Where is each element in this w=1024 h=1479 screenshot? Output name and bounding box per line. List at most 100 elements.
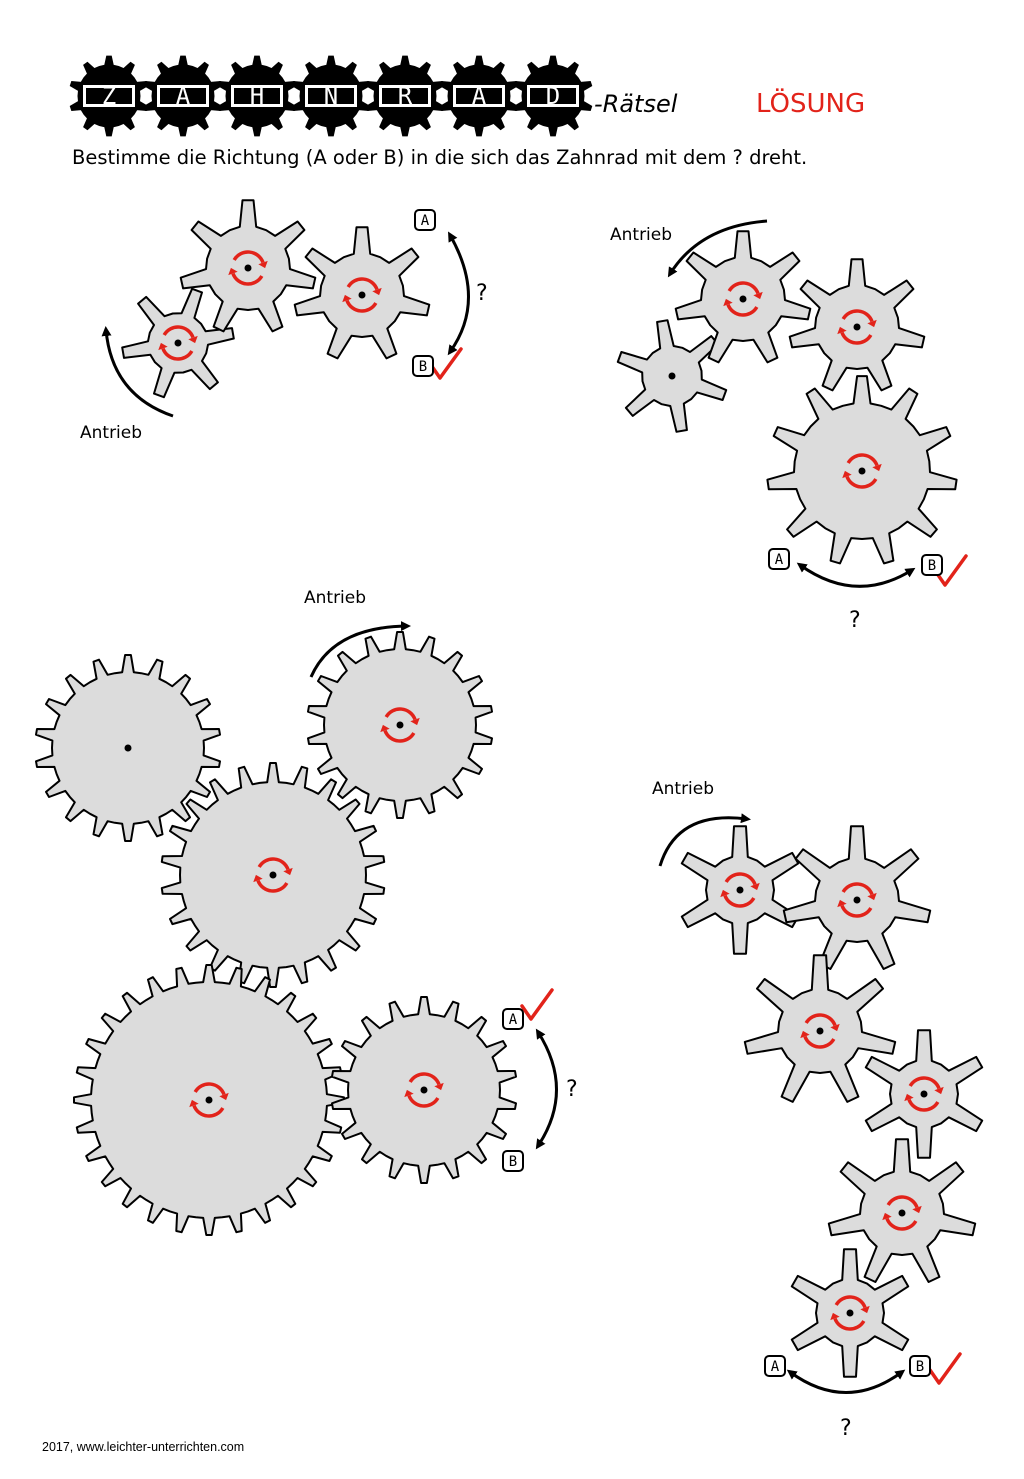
gear-axle-dot <box>816 1027 824 1035</box>
circular-arrows-icon <box>837 309 877 345</box>
title-letter-gear: D <box>513 55 593 137</box>
circular-arrows-icon <box>723 281 763 317</box>
puzzle-2-drive-arrow <box>667 219 768 278</box>
gear-8 <box>35 654 221 842</box>
svg-text:B: B <box>509 1154 517 1170</box>
puzzle-2-question-mark: ? <box>849 608 861 633</box>
puzzle-3-option-b: B <box>502 1150 524 1172</box>
gear-10 <box>160 762 386 988</box>
puzzle-4-drive-arrow <box>658 813 751 867</box>
gear-axle-dot <box>853 323 861 331</box>
puzzle-3-answer-arrow <box>535 1028 558 1150</box>
circular-arrows-icon <box>837 882 877 918</box>
gear-1 <box>121 287 235 399</box>
circular-arrows-icon <box>158 325 198 361</box>
svg-text:H: H <box>250 82 264 110</box>
gear-16 <box>864 1029 984 1159</box>
title-letter-gear: A <box>439 55 519 137</box>
svg-text:A: A <box>771 1359 780 1375</box>
puzzle-2: Antrieb A B ? <box>610 225 943 633</box>
gear-18 <box>790 1248 910 1378</box>
gear-axle-dot <box>920 1090 928 1098</box>
check-mark-icon <box>429 347 463 380</box>
gear-11 <box>73 964 345 1236</box>
gear-5 <box>674 230 812 364</box>
circular-arrows-icon <box>380 707 420 743</box>
puzzle-1-question-mark: ? <box>476 281 488 306</box>
gear-axle-dot <box>124 744 132 752</box>
gear-axle-dot <box>420 1086 428 1094</box>
circular-arrows-icon <box>720 872 760 908</box>
check-mark-icon <box>928 1352 962 1385</box>
svg-text:A: A <box>472 82 487 110</box>
puzzle-4-option-a: A <box>764 1355 786 1377</box>
gear-axle-dot <box>244 264 252 272</box>
gear-4 <box>616 319 728 433</box>
title-letter-gear: R <box>365 55 445 137</box>
gear-12 <box>331 996 517 1184</box>
gear-axle-dot <box>358 291 366 299</box>
svg-text:D: D <box>546 82 560 110</box>
gear-13 <box>680 825 800 955</box>
annotation-layer <box>101 219 968 1394</box>
gear-2 <box>179 199 317 333</box>
gear-9 <box>307 631 493 819</box>
gear-6 <box>788 258 926 392</box>
gear-layer <box>35 199 984 1378</box>
svg-text:B: B <box>928 558 936 574</box>
gear-15 <box>743 954 897 1103</box>
puzzle-3-question-mark: ? <box>566 1077 578 1102</box>
puzzle-2-drive-label: Antrieb <box>610 225 672 245</box>
check-mark-icon <box>934 554 968 587</box>
svg-text:A: A <box>509 1012 518 1028</box>
gear-3 <box>293 226 431 360</box>
gear-axle-dot <box>205 1096 213 1104</box>
circular-arrows-icon <box>830 1295 870 1331</box>
gear-17 <box>827 1138 977 1283</box>
puzzle-1-drive-arrow <box>101 326 174 418</box>
circular-arrows-icon <box>253 857 293 893</box>
check-mark-icon <box>520 988 554 1021</box>
circular-arrows-icon <box>189 1082 229 1118</box>
circular-arrows-icon <box>228 250 268 286</box>
svg-text:B: B <box>916 1359 924 1375</box>
footer-credit: 2017, www.leichter-unterrichten.com <box>42 1440 245 1454</box>
gear-axle-dot <box>269 871 277 879</box>
puzzle-4-answer-arrow <box>786 1369 906 1394</box>
title-suffix: -Rätsel <box>594 90 678 118</box>
puzzle-2-option-b: B <box>921 554 943 576</box>
puzzle-3-drive-arrow <box>309 621 411 678</box>
gear-14 <box>782 825 932 970</box>
puzzle-4-question-mark: ? <box>840 1416 852 1441</box>
gear-axle-dot <box>174 339 182 347</box>
svg-text:A: A <box>421 213 430 229</box>
puzzle-2-answer-arrow <box>796 562 916 588</box>
gear-axle-dot <box>846 1309 854 1317</box>
gear-axle-dot <box>736 886 744 894</box>
gear-axle-dot <box>396 721 404 729</box>
puzzle-1-answer-arrow <box>447 231 470 356</box>
gear-axle-dot <box>858 467 866 475</box>
circular-arrows-icon <box>800 1013 840 1049</box>
puzzle-2-option-a: A <box>768 548 790 570</box>
puzzle-1-drive-label: Antrieb <box>80 423 142 443</box>
gear-7 <box>766 375 958 565</box>
svg-text:Z: Z <box>102 82 116 110</box>
circular-arrows-icon <box>904 1076 944 1112</box>
instruction-text: Bestimme die Richtung (A oder B) in die … <box>72 146 808 169</box>
circular-arrows-icon <box>842 453 882 489</box>
puzzle-1: Antrieb A B ? <box>80 209 488 443</box>
svg-text:N: N <box>324 82 338 110</box>
puzzle-1-option-b: B <box>412 355 434 377</box>
circular-arrows-icon <box>882 1195 922 1231</box>
gear-axle-dot <box>739 295 747 303</box>
title-letter-gear: Z <box>69 55 149 137</box>
svg-text:A: A <box>176 82 191 110</box>
svg-text:R: R <box>398 82 413 110</box>
title-letter-gear: N <box>291 55 371 137</box>
puzzle-3: Antrieb A B ? <box>304 588 578 1172</box>
title-letter-gear: A <box>143 55 223 137</box>
puzzle-3-drive-label: Antrieb <box>304 588 366 608</box>
